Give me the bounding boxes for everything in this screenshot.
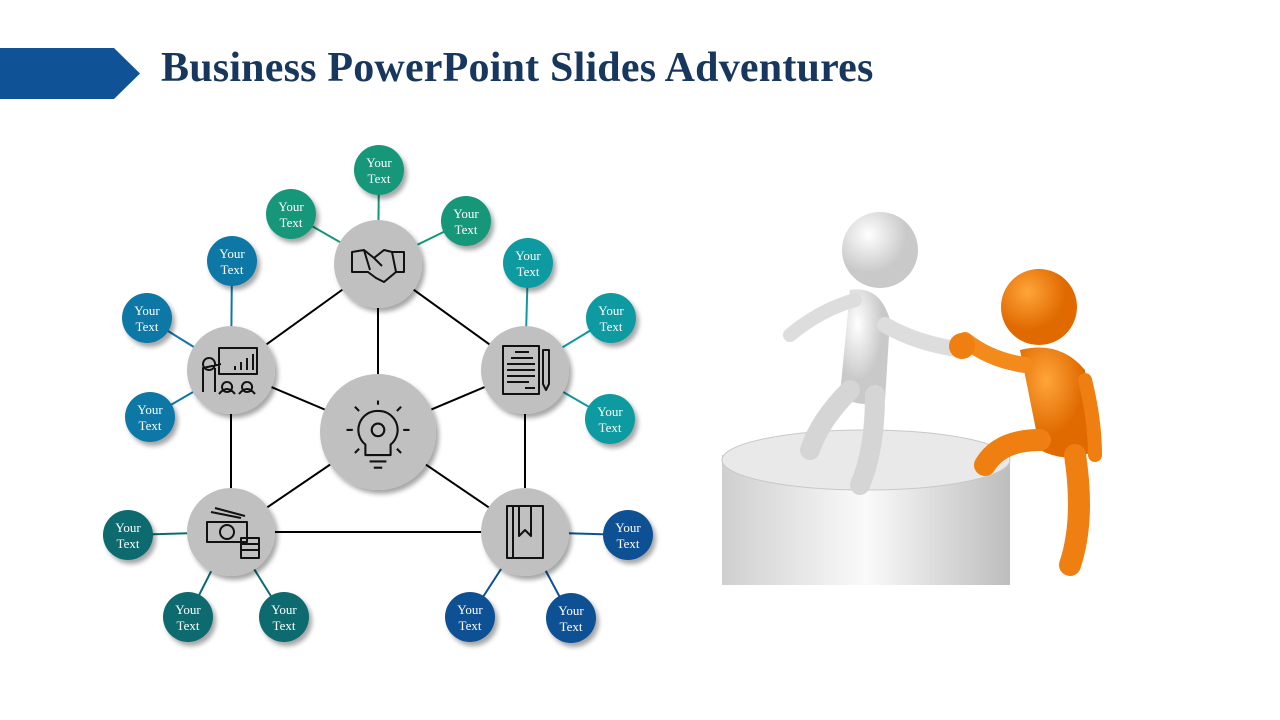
hub-center[interactable] — [320, 374, 436, 490]
text-node-label: Your — [457, 602, 483, 617]
text-node-label: Text — [139, 418, 162, 433]
text-node-circle — [445, 592, 495, 642]
text-node-label: Text — [455, 222, 478, 237]
text-node-circle — [266, 189, 316, 239]
text-node-circle — [122, 293, 172, 343]
text-node-circle — [103, 510, 153, 560]
text-node-label: Your — [615, 520, 641, 535]
text-node-label: Your — [115, 520, 141, 535]
text-node-label: Your — [366, 155, 392, 170]
text-node-circle — [603, 510, 653, 560]
text-node-circle — [207, 236, 257, 286]
text-node-label: Your — [598, 303, 624, 318]
hub-left[interactable] — [187, 326, 275, 414]
text-node-label: Your — [515, 248, 541, 263]
text-node-label: Text — [617, 536, 640, 551]
document-pen-icon — [502, 345, 550, 395]
hub-bottom-right[interactable] — [481, 488, 569, 576]
text-node-circle — [259, 592, 309, 642]
text-node-label: Text — [517, 264, 540, 279]
text-node-label: Your — [219, 246, 245, 261]
text-node-label: Your — [597, 404, 623, 419]
title-banner-arrow — [0, 48, 140, 99]
text-node-label: Text — [560, 619, 583, 634]
presentation-icon — [202, 347, 258, 395]
money-icon — [206, 507, 260, 559]
helping-hand-figures-illustration — [721, 212, 1102, 585]
text-node-circle — [503, 238, 553, 288]
text-node-label: Your — [278, 199, 304, 214]
hub-top[interactable] — [334, 220, 422, 308]
text-node-circle — [546, 593, 596, 643]
text-node-label: Your — [134, 303, 160, 318]
text-node-label: Text — [599, 420, 622, 435]
text-node-circle — [354, 145, 404, 195]
text-node-label: Text — [368, 171, 391, 186]
text-node-label: Text — [221, 262, 244, 277]
lightbulb-gear-icon — [346, 400, 410, 469]
text-node-label: Text — [177, 618, 200, 633]
text-node-label: Text — [136, 319, 159, 334]
text-node-circle — [585, 394, 635, 444]
text-node-label: Text — [280, 215, 303, 230]
handshake-icon — [351, 249, 405, 283]
text-node-label: Your — [558, 603, 584, 618]
text-node-circle — [163, 592, 213, 642]
text-node-label: Your — [271, 602, 297, 617]
text-node-circle — [125, 392, 175, 442]
text-node-label: Your — [175, 602, 201, 617]
book-icon — [506, 505, 544, 559]
hub-bottom-left[interactable] — [187, 488, 275, 576]
text-node-circle — [441, 196, 491, 246]
text-node-label: Text — [273, 618, 296, 633]
text-node-label: Your — [137, 402, 163, 417]
network-diagram: YourTextYourTextYourTextYourTextYourText… — [103, 145, 653, 643]
text-node-label: Text — [117, 536, 140, 551]
page-title: Business PowerPoint Slides Adventures — [161, 45, 874, 91]
text-node-circle — [586, 293, 636, 343]
text-node-label: Your — [453, 206, 479, 221]
text-node-label: Text — [600, 319, 623, 334]
text-node-label: Text — [459, 618, 482, 633]
